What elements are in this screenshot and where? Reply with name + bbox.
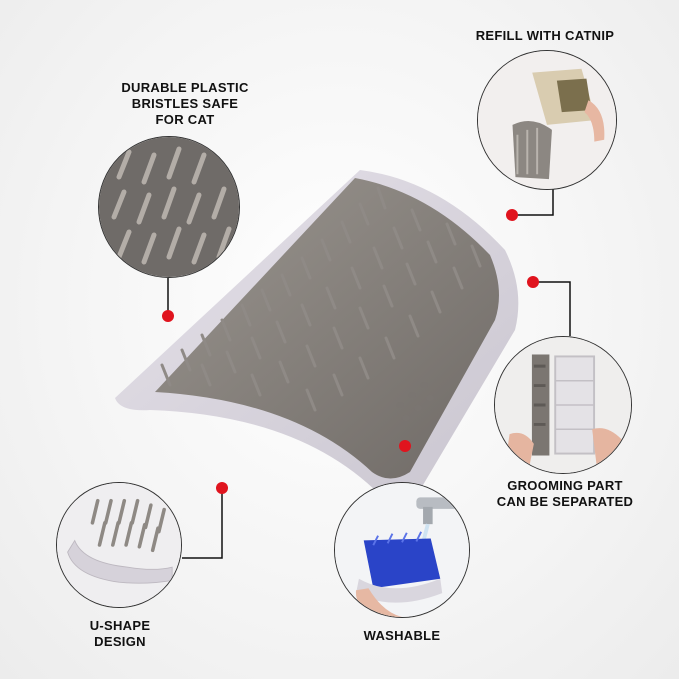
bristles-label: DURABLE PLASTIC BRISTLES SAFE FOR CAT bbox=[80, 80, 290, 128]
washable-dot bbox=[399, 440, 411, 452]
main-brush-image bbox=[115, 170, 519, 502]
separated-parts-image bbox=[494, 336, 632, 474]
bristles-dot bbox=[162, 310, 174, 322]
bristles-label-line2: BRISTLES SAFE bbox=[131, 96, 239, 111]
grooming-label-line1: GROOMING PART bbox=[507, 478, 623, 493]
washable-label: WASHABLE bbox=[363, 628, 441, 643]
ushape-label-line2: DESIGN bbox=[94, 634, 146, 649]
ushape-dot bbox=[216, 482, 228, 494]
grooming-dot bbox=[527, 276, 539, 288]
catnip-dot bbox=[506, 209, 518, 221]
ushape-label: U-SHAPE DESIGN bbox=[60, 618, 180, 650]
ushape-label-line1: U-SHAPE bbox=[89, 618, 151, 633]
bristle-closeup-image bbox=[98, 136, 240, 278]
grooming-label: GROOMING PART CAN BE SEPARATED bbox=[470, 478, 660, 510]
catnip-refill-image bbox=[477, 50, 617, 190]
bristles-label-line3: FOR CAT bbox=[155, 112, 215, 127]
washing-brush-image bbox=[334, 482, 470, 618]
catnip-label: REFILL WITH CATNIP bbox=[475, 28, 615, 43]
u-shape-image bbox=[56, 482, 182, 608]
grooming-label-line2: CAN BE SEPARATED bbox=[496, 494, 634, 509]
bristles-label-line1: DURABLE PLASTIC bbox=[121, 80, 249, 95]
